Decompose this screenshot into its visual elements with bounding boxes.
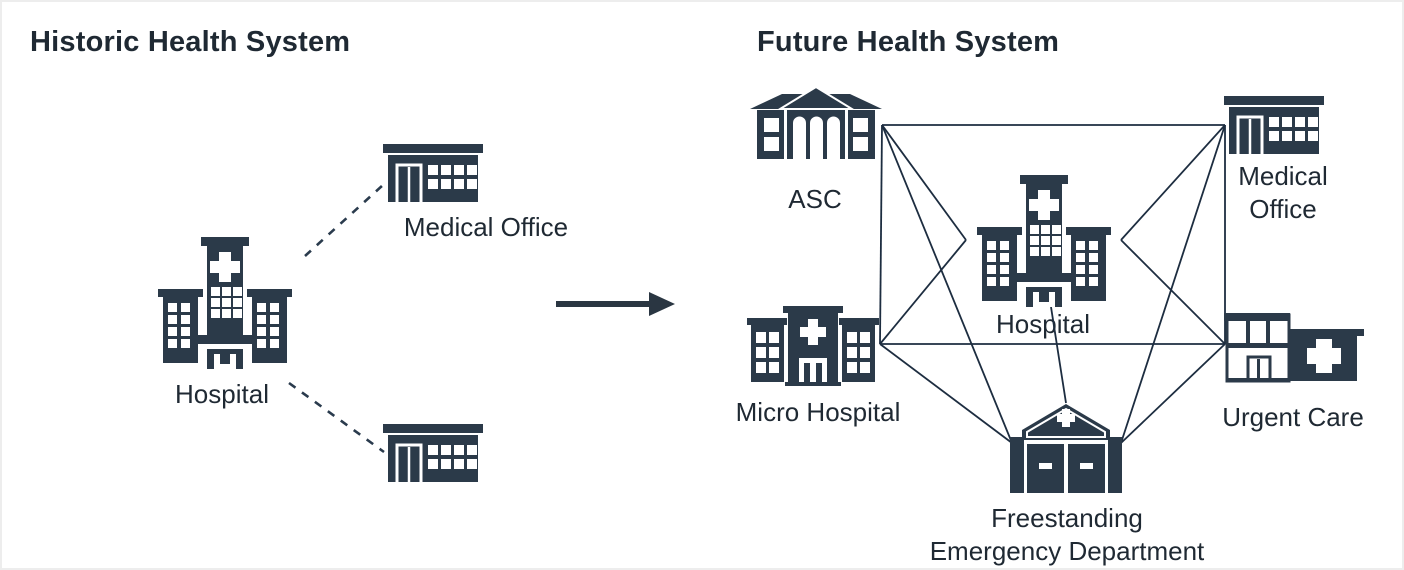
- future-title: Future Health System: [757, 26, 1060, 58]
- dashed-link-hospital-office-2: [288, 381, 385, 454]
- hospital-label: Hospital: [996, 309, 1090, 339]
- connection-line-asc-micro_hospital: [879, 124, 883, 345]
- connection-line-urgent_care-fed: [1120, 343, 1226, 444]
- hospital-icon: [975, 175, 1113, 307]
- asc-icon: [750, 87, 882, 163]
- medical-office-label-line1: Medical: [1238, 161, 1328, 191]
- connection-line-asc-hospital: [881, 124, 967, 241]
- fed-label-line1: Freestanding: [991, 503, 1143, 533]
- historic-title: Historic Health System: [30, 26, 351, 58]
- transition-arrow-head: [649, 292, 675, 316]
- connection-line-urgent_care-hospital: [1120, 239, 1226, 345]
- medical-office-icon: [383, 424, 483, 482]
- urgent-care-label: Urgent Care: [1222, 402, 1364, 432]
- network-edges: [879, 124, 1226, 444]
- connection-line-micro_hospital-fed: [879, 343, 1013, 444]
- micro-hospital-label: Micro Hospital: [735, 397, 901, 427]
- connection-line-medical_office-hospital: [1120, 124, 1226, 241]
- fed-label-line2: Emergency Department: [929, 536, 1205, 566]
- connection-line-hospital-fed: [1050, 306, 1067, 404]
- asc-label: ASC: [788, 184, 842, 214]
- micro-hospital-icon: [747, 306, 879, 386]
- medical-office-label-line2: Office: [1249, 194, 1317, 224]
- urgent-care-icon: [1224, 305, 1364, 383]
- connection-line-micro_hospital-hospital: [879, 239, 967, 345]
- connection-line-asc-fed: [881, 124, 1013, 444]
- medical-office-label: Medical Office: [1183, 160, 1383, 226]
- medical-office-icon: [383, 144, 483, 202]
- freestanding-emergency-department-label: Freestanding Emergency Department: [887, 502, 1247, 568]
- medical-office-icon: [1224, 96, 1324, 154]
- dashed-link-hospital-medical-office: [304, 184, 384, 257]
- hospital-label: Hospital: [175, 379, 269, 409]
- hospital-icon: [156, 237, 294, 369]
- connection-line-medical_office-fed: [1120, 124, 1226, 444]
- freestanding-emergency-department-icon: [1010, 400, 1122, 493]
- medical-office-label: Medical Office: [403, 212, 569, 242]
